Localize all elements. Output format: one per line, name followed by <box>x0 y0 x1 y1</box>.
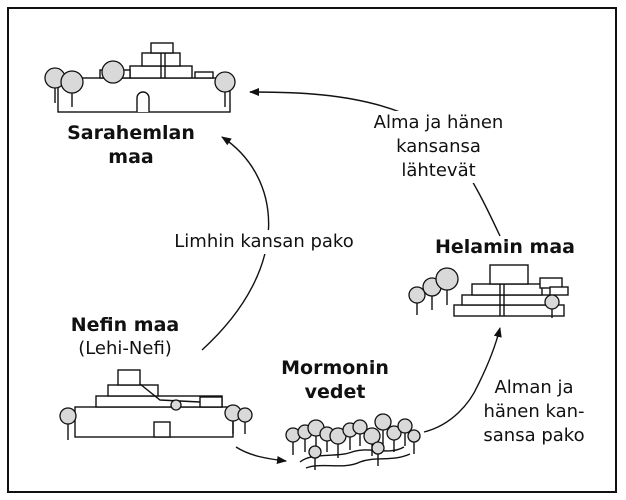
mormon-label-line-2: vedet <box>304 381 366 403</box>
route-alma-departs-caption: Alma ja hänen kansansa lähtevät <box>366 111 511 183</box>
route-alma-flees-arrow <box>423 327 502 433</box>
zarahemla-label-line-2: maa <box>108 146 154 168</box>
waters-of-mormon-illustration <box>285 413 421 470</box>
route-alma-flees-caption: Alman ja hänen kan- sansa pako <box>474 376 594 448</box>
nephi-city-illustration <box>59 369 253 440</box>
route-alma-departs-line-1: Alma ja hänen <box>373 112 504 133</box>
route-limhi-arrow <box>201 136 270 351</box>
zarahemla-city-illustration <box>44 42 236 113</box>
route-alma-departs-line-2: kansansa <box>396 136 481 157</box>
route-alma-flees-line-3: sansa pako <box>483 425 585 446</box>
helam-city-illustration <box>408 264 569 318</box>
nephi-label: Nefin maa (Lehi-Nefi) <box>60 313 190 361</box>
helam-label: Helamin maa <box>434 236 575 258</box>
nephi-label-line-2: (Lehi-Nefi) <box>78 338 172 359</box>
zarahemla-label-line-1: Sarahemlan <box>67 122 195 144</box>
route-alma-flees-line-1: Alman ja <box>494 377 574 398</box>
nephi-label-line-1: Nefin maa <box>70 314 180 336</box>
route-alma-departs-line-3: lähtevät <box>401 160 476 181</box>
route-limhi-caption: Limhin kansan pako <box>164 230 364 254</box>
route-alma-flees-line-2: hänen kan- <box>483 401 585 422</box>
route-nephi-mormon-arrow <box>235 446 287 464</box>
diagram-frame <box>7 7 617 493</box>
mormon-label-line-1: Mormonin <box>281 357 389 379</box>
mormon-label: Mormonin vedet <box>280 356 390 404</box>
zarahemla-label: Sarahemlan maa <box>66 121 196 169</box>
